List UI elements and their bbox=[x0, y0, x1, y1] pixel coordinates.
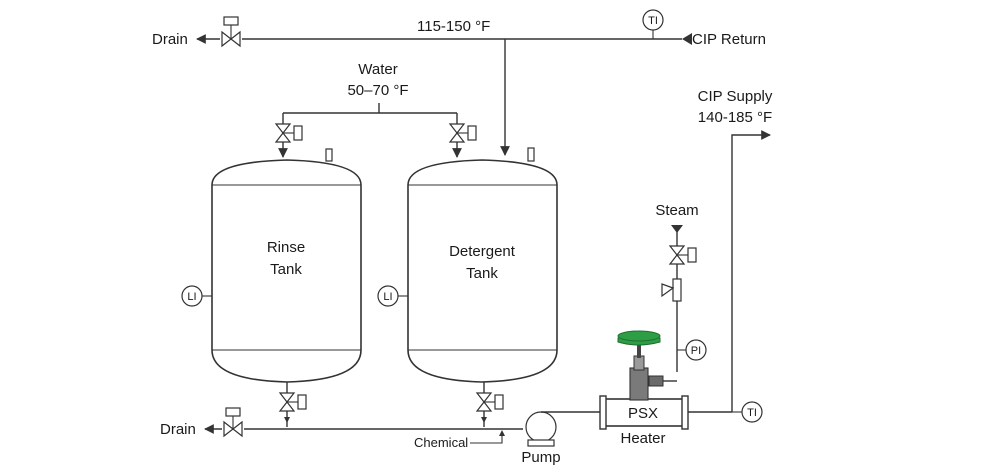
detergent-outlet-valve[interactable] bbox=[475, 392, 504, 423]
rinse-outlet-valve[interactable] bbox=[278, 392, 307, 423]
ti-return-instrument bbox=[642, 9, 664, 39]
cip-supply-label: CIP Supply bbox=[698, 88, 773, 105]
rinse-water-valve[interactable] bbox=[274, 123, 303, 143]
cip-supply-riser bbox=[731, 130, 771, 412]
pump-label: Pump bbox=[521, 449, 560, 466]
water-temp-label: 50–70 °F bbox=[347, 82, 408, 99]
steam-label: Steam bbox=[655, 202, 698, 219]
chemical-line bbox=[470, 433, 503, 444]
drain-bottom-valve[interactable] bbox=[223, 407, 243, 438]
steam-valve[interactable] bbox=[668, 245, 697, 265]
return-temp-label: 115-150 °F bbox=[417, 18, 490, 35]
ti-supply-tag: TI bbox=[747, 407, 757, 419]
cip-return-label: CIP Return bbox=[692, 31, 766, 48]
detergent-tank bbox=[407, 147, 558, 383]
drain-top-label: Drain bbox=[152, 31, 188, 48]
li-rinse-tag: LI bbox=[187, 291, 196, 303]
pi-tag: PI bbox=[691, 345, 701, 357]
chemical-label: Chemical bbox=[414, 435, 468, 450]
green-actuator bbox=[617, 330, 661, 346]
li-detergent-tag: LI bbox=[383, 291, 392, 303]
steam-control-valve[interactable] bbox=[627, 339, 664, 401]
rinse-tank bbox=[211, 148, 362, 383]
drain-bottom-label: Drain bbox=[160, 421, 196, 438]
psx-heater[interactable] bbox=[599, 395, 689, 430]
drain-top-valve[interactable] bbox=[221, 16, 241, 48]
ti-return-tag: TI bbox=[648, 15, 658, 27]
detergent-tank-label-2: Tank bbox=[466, 265, 498, 282]
detergent-water-valve[interactable] bbox=[448, 123, 477, 143]
rinse-tank-label-2: Tank bbox=[270, 261, 302, 278]
rinse-tank-label-1: Rinse bbox=[267, 239, 305, 256]
cip-return-arrow bbox=[682, 33, 692, 45]
detergent-tank-label-1: Detergent bbox=[449, 243, 516, 260]
water-label: Water bbox=[358, 61, 397, 78]
li-detergent-instrument bbox=[377, 285, 408, 307]
steam-trap bbox=[661, 278, 682, 302]
li-rinse-instrument bbox=[181, 285, 212, 307]
pump[interactable] bbox=[525, 411, 601, 447]
supply-temp-label: 140-185 °F bbox=[698, 109, 772, 126]
steam-arrow bbox=[671, 225, 683, 233]
pi-instrument bbox=[677, 339, 707, 361]
heater-tag-label: PSX bbox=[628, 405, 658, 422]
heater-label: Heater bbox=[620, 430, 665, 447]
ti-supply-instrument bbox=[732, 401, 763, 423]
